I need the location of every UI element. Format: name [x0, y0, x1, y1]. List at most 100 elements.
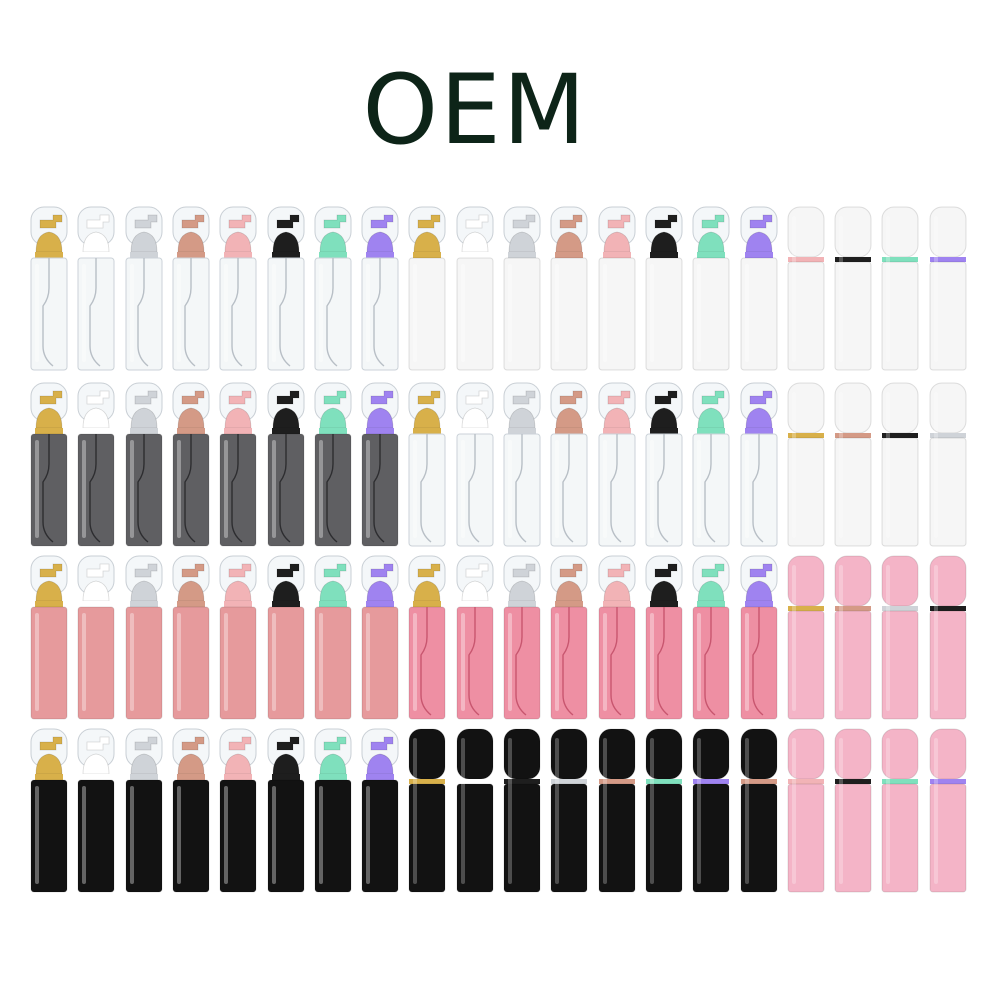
foam-pump-bottle [75, 206, 117, 371]
foam-pump-bottle [406, 382, 448, 547]
bottle-graphic [692, 728, 730, 893]
bottle-graphic [834, 206, 872, 371]
foam-pump-bottle [312, 382, 354, 547]
bottle-graphic [740, 382, 777, 547]
capped-bottle [454, 728, 496, 893]
foam-pump-bottle [312, 555, 354, 720]
bottle-graphic [77, 382, 115, 547]
capped-bottle [927, 728, 969, 893]
bottle-graphic [881, 382, 919, 547]
bottle-graphic [456, 206, 494, 371]
foam-pump-bottle [217, 555, 259, 720]
bottle-graphic [787, 728, 825, 893]
foam-pump-bottle [123, 382, 165, 547]
bottle-graphic [834, 555, 872, 720]
foam-pump-bottle [170, 206, 212, 371]
bottle-graphic [361, 382, 399, 547]
foam-pump-bottle [312, 206, 354, 371]
capped-bottle [832, 728, 874, 893]
foam-pump-bottle [265, 382, 307, 547]
capped-bottle [879, 728, 921, 893]
bottle-graphic [645, 728, 683, 893]
foam-pump-bottle [406, 555, 448, 720]
capped-bottle [927, 382, 969, 547]
bottle-graphic [550, 206, 588, 371]
bottle-graphic [881, 728, 919, 893]
bottle-graphic [787, 555, 825, 720]
capped-bottle [406, 728, 448, 893]
foam-pump-bottle [596, 382, 638, 547]
bottle-graphic [30, 728, 68, 893]
bottle-graphic [787, 206, 825, 371]
foam-pump-bottle [312, 728, 354, 893]
foam-pump-bottle [170, 555, 212, 720]
bottle-graphic [503, 555, 541, 720]
bottle-graphic [77, 728, 115, 893]
bottle-graphic [30, 382, 68, 547]
foam-pump-bottle [28, 206, 70, 371]
bottle-graphic [125, 206, 163, 371]
bottle-graphic [30, 555, 68, 720]
bottle-graphic [125, 382, 163, 547]
capped-bottle [785, 382, 827, 547]
capped-bottle [832, 555, 874, 720]
foam-pump-bottle [454, 382, 496, 547]
bottle-graphic [929, 728, 967, 893]
bottle-graphic [929, 555, 967, 720]
bottle-graphic [929, 206, 967, 371]
bottle-graphic [219, 728, 257, 893]
bottle-graphic [219, 206, 257, 371]
capped-bottle [690, 728, 732, 893]
bottle-graphic [456, 555, 494, 720]
bottle-graphic [172, 206, 210, 371]
bottle-graphic [740, 728, 777, 893]
bottle-graphic [219, 555, 257, 720]
foam-pump-bottle [123, 555, 165, 720]
bottle-graphic [361, 555, 399, 720]
foam-pump-bottle [548, 382, 590, 547]
capped-bottle [785, 728, 827, 893]
foam-pump-bottle [359, 555, 401, 720]
bottle-graphic [881, 555, 919, 720]
foam-pump-bottle [123, 728, 165, 893]
capped-bottle [548, 728, 590, 893]
bottle-graphic [125, 728, 163, 893]
capped-bottle [927, 555, 969, 720]
foam-pump-bottle [548, 206, 590, 371]
bottle-graphic [834, 728, 872, 893]
bottle-graphic [314, 728, 352, 893]
bottle-graphic [645, 206, 683, 371]
capped-bottle [879, 382, 921, 547]
capped-bottle [501, 728, 543, 893]
bottle-graphic [503, 206, 541, 371]
foam-pump-bottle [548, 555, 590, 720]
foam-pump-bottle [690, 555, 732, 720]
foam-pump-bottle [217, 728, 259, 893]
bottle-graphic [314, 206, 352, 371]
capped-bottle [832, 206, 874, 371]
foam-pump-bottle [643, 555, 685, 720]
foam-pump-bottle [738, 555, 780, 720]
foam-pump-bottle [217, 206, 259, 371]
foam-pump-bottle [359, 382, 401, 547]
bottle-graphic [929, 382, 967, 547]
capped-bottle [596, 728, 638, 893]
capped-bottle [738, 728, 780, 893]
bottle-graphic [503, 382, 541, 547]
bottle-graphic [408, 728, 446, 893]
foam-pump-bottle [454, 206, 496, 371]
bottle-graphic [740, 206, 777, 371]
bottle-graphic [550, 382, 588, 547]
bottle-graphic [550, 728, 588, 893]
bottle-graphic [361, 728, 399, 893]
foam-pump-bottle [123, 206, 165, 371]
foam-pump-bottle [28, 555, 70, 720]
bottle-graphic [456, 382, 494, 547]
foam-pump-bottle [501, 206, 543, 371]
bottle-graphic [598, 206, 636, 371]
foam-pump-bottle [170, 728, 212, 893]
foam-pump-bottle [359, 728, 401, 893]
bottle-graphic [408, 555, 446, 720]
bottle-graphic [219, 382, 257, 547]
